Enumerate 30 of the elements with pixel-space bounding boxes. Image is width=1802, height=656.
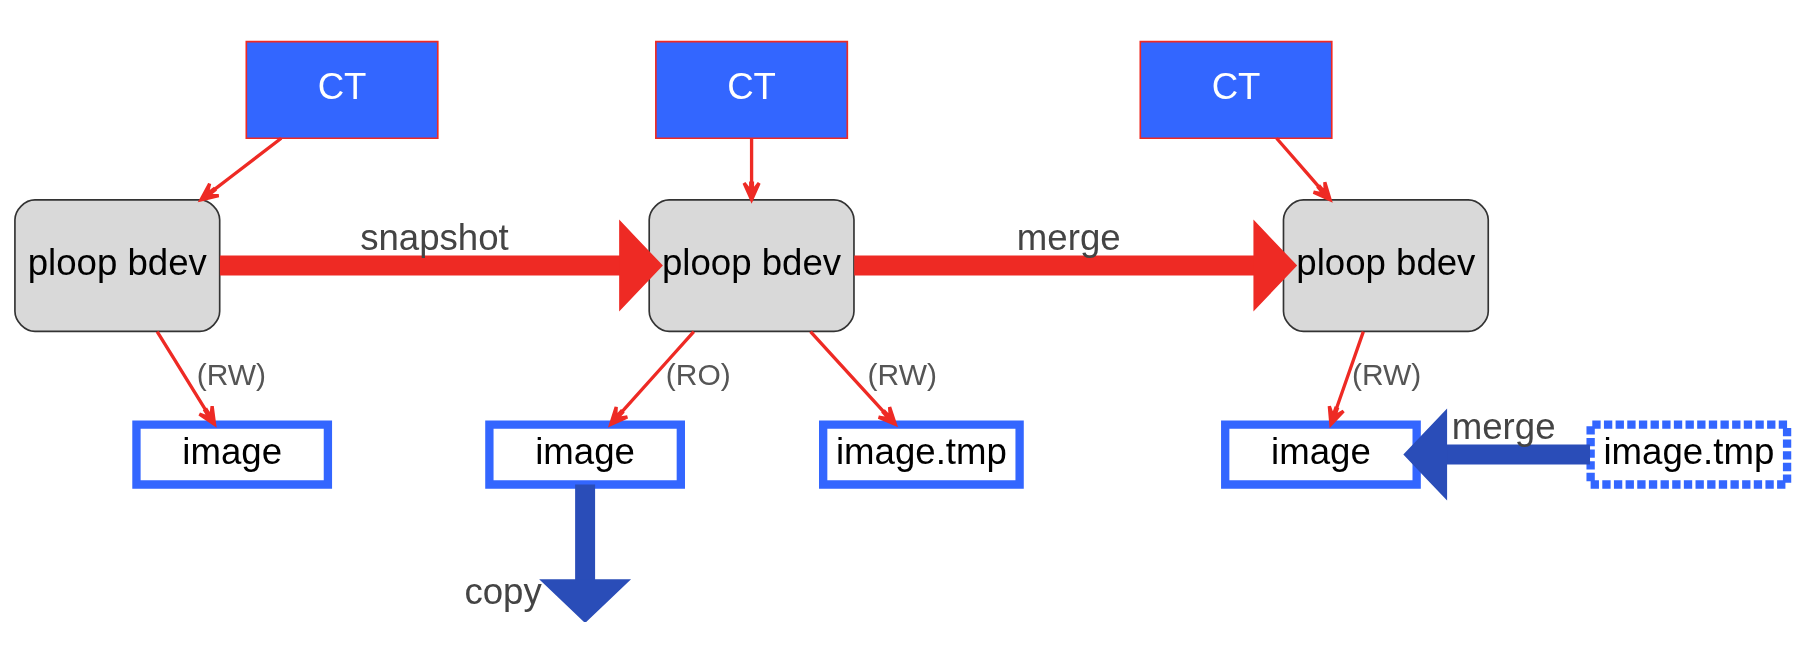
node-box: ploop bdev: [1282, 198, 1490, 332]
arrow: [742, 137, 761, 201]
edge-label: (RO): [665, 357, 731, 391]
arrow: [539, 484, 632, 622]
arrow: [809, 330, 897, 426]
edge-label: (RW): [867, 357, 937, 391]
node-box: CT: [655, 40, 849, 139]
arrow: [199, 136, 283, 201]
node-box: CT: [245, 40, 439, 139]
edge-label: (RW): [1352, 357, 1422, 391]
node-box: image.tmp: [819, 419, 1024, 489]
arrow: [1275, 136, 1332, 201]
edge-label: merge: [1451, 405, 1556, 447]
edge-label: (RW): [196, 357, 266, 391]
arrow: [854, 219, 1298, 312]
node-box: ploop bdev: [14, 198, 221, 332]
arrow: [219, 219, 663, 312]
arrow: [155, 330, 217, 426]
node-box: image: [1221, 419, 1421, 489]
node-box: CT: [1139, 40, 1333, 139]
arrow: [1327, 330, 1365, 426]
edge-label: copy: [464, 570, 542, 612]
arrow: [609, 330, 696, 426]
node-box: image: [485, 419, 685, 489]
edge-label: snapshot: [360, 216, 509, 258]
edge-label: merge: [1016, 216, 1121, 258]
node-box: ploop bdev: [648, 198, 855, 332]
arrow: [1403, 408, 1591, 500]
node-box: image: [132, 419, 333, 489]
node-box: image.tmp: [1586, 419, 1792, 489]
